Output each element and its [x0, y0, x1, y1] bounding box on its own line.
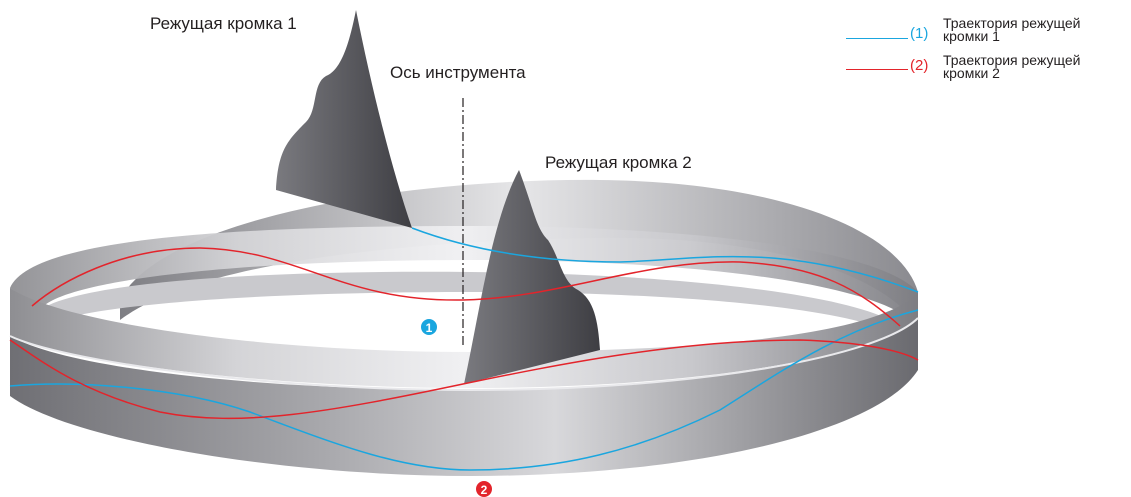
marker-2: 2: [476, 481, 492, 497]
ring-front-band-lower: [10, 318, 918, 476]
tool-axis-label: Ось инструмента: [390, 63, 526, 82]
legend-swatch-edge-1: [846, 38, 908, 39]
cutting-edge-1-label: Режущая кромка 1: [150, 14, 297, 33]
legend-text-edge-1-line2: кромки 1: [943, 28, 1000, 44]
cutting-edge-2-blade: [464, 170, 600, 384]
ring-back-band: [120, 179, 918, 326]
svg-text:1: 1: [426, 321, 433, 335]
legend-text-edge-2-line2: кромки 2: [943, 65, 1000, 81]
legend-text-edge-2-line1: Траектория режущей: [943, 52, 1081, 68]
legend-number-edge-1: (1): [910, 25, 929, 42]
legend-text-edge-1: Траектория режущей кромки 1: [943, 15, 1081, 44]
ring-front-band: [10, 288, 918, 388]
trajectory-edge-2: [9, 247, 919, 420]
legend-swatch-edge-2: [846, 69, 908, 70]
legend-text-edge-1-line1: Траектория режущей: [943, 15, 1081, 31]
cutting-edge-1-blade: [276, 10, 412, 228]
legend-number-edge-2: (2): [910, 57, 929, 74]
legend-text-edge-2: Траектория режущей кромки 2: [943, 52, 1081, 81]
ring-edge-line: [9, 317, 919, 392]
svg-text:2: 2: [481, 483, 488, 497]
ring-inner-face: [40, 271, 900, 336]
cutting-edge-2-label: Режущая кромка 2: [545, 153, 692, 172]
marker-1: 1: [421, 319, 437, 335]
trajectory-edge-1: [9, 227, 919, 471]
